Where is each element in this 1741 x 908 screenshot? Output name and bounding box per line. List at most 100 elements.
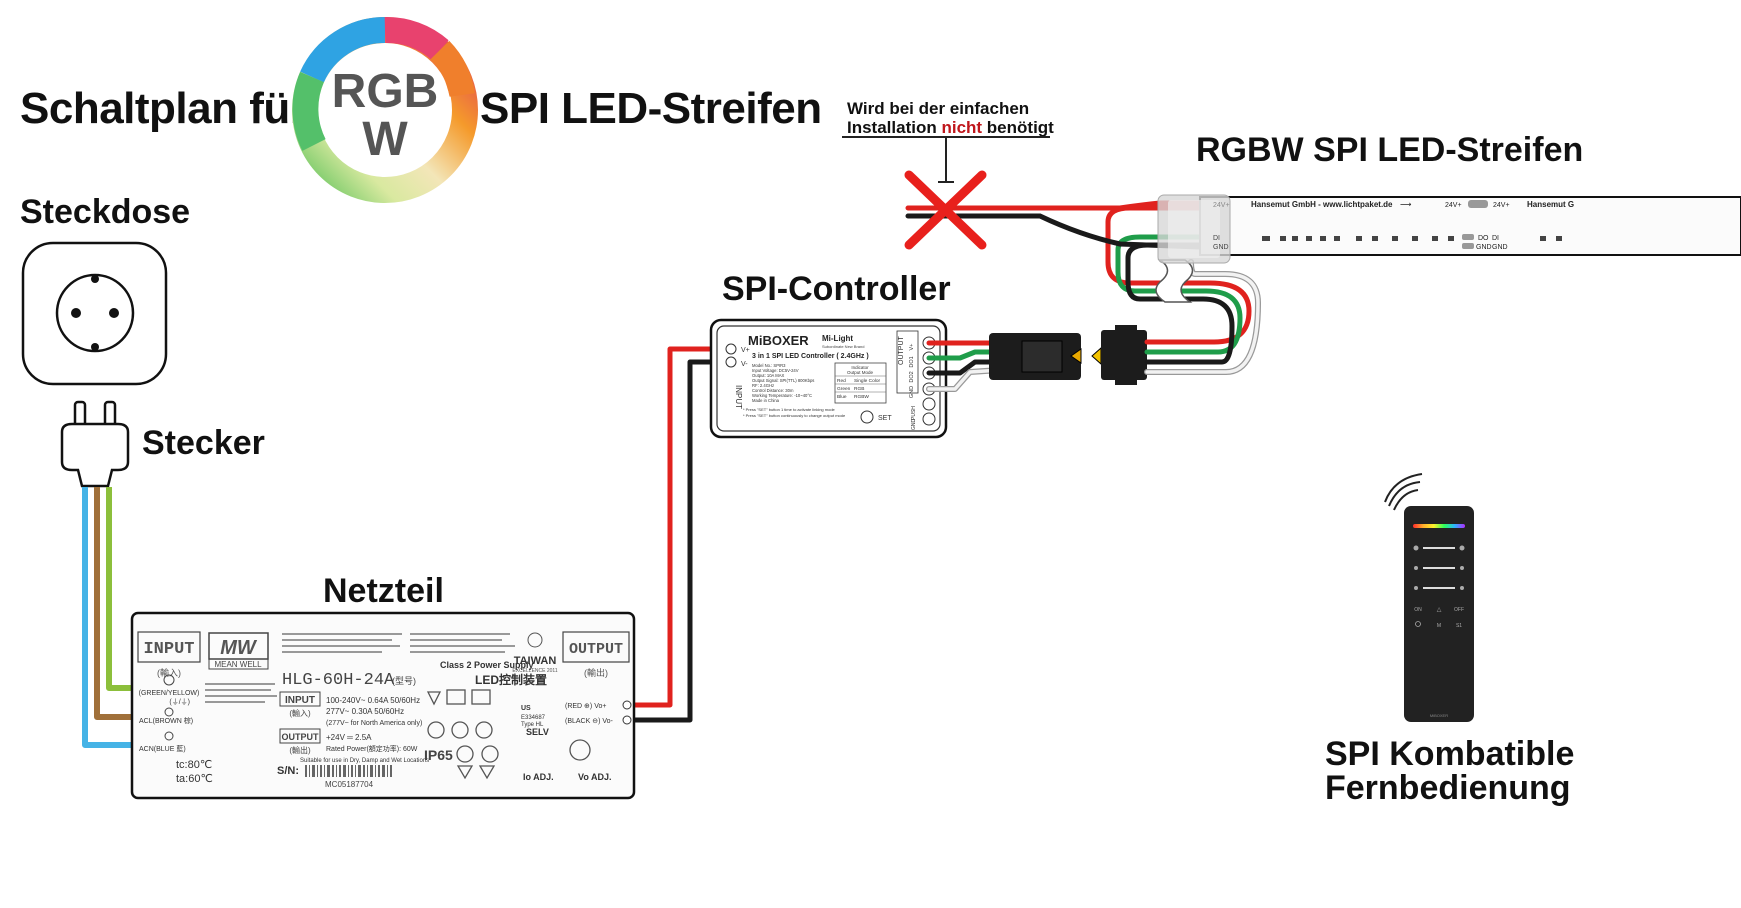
psu-vo-adj: Vo ADJ. — [578, 772, 612, 782]
remote-off: OFF — [1454, 607, 1464, 613]
ctrl-spec-line: Control Distance: 30m — [752, 388, 794, 393]
mains-wires — [82, 487, 140, 748]
plug-icon — [60, 400, 130, 488]
ctrl-table-h1: Indicator — [851, 365, 869, 370]
ctrl-table-indicator: Red — [837, 378, 846, 384]
remote-label: SPI Kombatible Fernbedienung — [1325, 737, 1574, 805]
ctrl-spec-line: RF: 2.4GHz — [752, 383, 774, 388]
ctrl-push-vertical: PUSH — [911, 406, 917, 420]
dc-wires — [630, 346, 728, 723]
psu-term-fg: (⏚/⏚) — [169, 698, 190, 706]
remote-label-line1: SPI Kombatible — [1325, 735, 1575, 773]
ctrl-input-vertical: INPUT — [734, 385, 743, 409]
jst-connector-male — [989, 333, 1082, 380]
ctrl-out-pin-label: DO2 — [909, 371, 915, 382]
psu-input-spec2: 277V~ 0.30A 50/60Hz — [326, 707, 404, 716]
power-supply: INPUT (輸入) (GREEN/YELLOW) (⏚/⏚) ACL(BROW… — [130, 611, 636, 800]
note-text-b: benötigt — [982, 118, 1054, 137]
ctrl-output-vertical: OUTPUT — [898, 336, 905, 366]
psu-taiwan: TAIWAN — [514, 655, 557, 667]
psu-term-red: (RED ⊕) Vo+ — [565, 703, 606, 710]
strip-di-b: DI — [1492, 235, 1499, 242]
svg-text:△: △ — [1437, 607, 1442, 613]
ctrl-table-mode: Single Color — [854, 378, 881, 384]
psu-input-box-sub: (輸入) — [289, 708, 311, 718]
jst-connector-female — [1091, 325, 1147, 385]
psu-input-spec3: (277V~ for North America only) — [326, 720, 422, 727]
psu-io-adj: Io ADJ. — [523, 772, 554, 782]
psu-tc: tc:80℃ — [176, 759, 212, 771]
psu-output-spec3: Suitable for use in Dry, Damp and Wet Lo… — [300, 758, 429, 764]
psu-output-box: OUTPUT — [282, 732, 320, 742]
wire-dc-red — [630, 346, 728, 708]
psu-us: US — [521, 705, 531, 712]
strip-v24-clip: 24V+ — [1213, 202, 1230, 209]
ctrl-spec-line: Output Signal: SPI(TTL) 800Kbps — [752, 378, 814, 383]
psu-model-suffix: (型号) — [392, 676, 416, 686]
psu-input-sub: (輸入) — [157, 667, 181, 678]
note-text-red: nicht — [941, 118, 983, 137]
ctrl-out-pin-label: GND — [909, 386, 915, 398]
psu-brand-name: MEAN WELL — [214, 660, 262, 669]
psu-cert-marks — [426, 689, 591, 780]
psu-output-spec1: +24V ═ 2.5A — [326, 733, 372, 742]
note-line2: Installation nicht benötigt — [847, 118, 1054, 137]
cable-break-mark — [1155, 259, 1194, 303]
note-line1: Wird bei der einfachen — [847, 99, 1030, 118]
strip-v24-a: 24V+ — [1445, 202, 1462, 209]
title-left: Schaltplan für — [20, 84, 307, 133]
psu-type-hl: Type HL — [521, 722, 544, 728]
psu-led-device: LED控制装置 — [475, 672, 547, 687]
remote-s1: S1 — [1456, 623, 1462, 629]
remote-on: ON — [1414, 607, 1422, 613]
remote-control: ON △ OFF M S1 MiBOXER — [1384, 473, 1474, 722]
psu-selv: SELV — [526, 727, 549, 737]
strip-do: DO — [1478, 235, 1489, 242]
strip-components — [1262, 236, 1562, 241]
socket-label: Steckdose — [20, 193, 191, 231]
psu-output-title: OUTPUT — [569, 641, 623, 658]
ctrl-out-pin-label: V+ — [909, 344, 915, 351]
ctrl-table-mode: RGB — [854, 386, 864, 392]
ctrl-table-h2: Output Mode — [847, 370, 874, 375]
strip-gnd-b: GND — [1492, 244, 1508, 251]
ctrl-spec-line: Made in China — [752, 398, 780, 403]
strip-di-clip: DI — [1213, 235, 1220, 242]
psu-term-acn: ACN(BLUE 藍) — [139, 744, 186, 753]
ctrl-note2: * Press "SET" button continuously to cha… — [743, 413, 846, 418]
ctrl-spec-line: Input Voltage: DC5V-24V — [752, 368, 799, 373]
strip-gnd-a: GND — [1476, 244, 1492, 251]
psu-term-acl: ACL(BROWN 棕) — [139, 716, 193, 725]
strip-arrow-icon: ⟶ — [1400, 200, 1412, 209]
psu-fineprint — [205, 633, 515, 703]
strip-text1: Hansemut GmbH - www.lichtpaket.de — [1251, 200, 1393, 209]
psu-label: Netzteil — [323, 572, 444, 610]
psu-model: HLG-60H-24A — [282, 671, 395, 690]
wire-blue — [82, 487, 140, 748]
psu-term-green: (GREEN/YELLOW) — [139, 690, 200, 697]
badge-rgb: RGB — [332, 65, 439, 118]
psu-input-title: INPUT — [143, 640, 194, 659]
psu-output-box-sub: (輸出) — [289, 745, 311, 755]
ctrl-vminus: V- — [741, 361, 748, 368]
psu-output-spec2: Rated Power(額定功率): 60W — [326, 744, 418, 753]
strip-label: RGBW SPI LED-Streifen — [1196, 131, 1584, 169]
psu-taiwan-sub: EXCELLENCE 2011 — [512, 668, 557, 674]
psu-class2: Class 2 Power Supply — [440, 660, 534, 670]
ctrl-out-pin-label: DO1 — [909, 356, 915, 367]
note-text-a: Installation — [847, 118, 942, 137]
strip-v24-b: 24V+ — [1493, 202, 1510, 209]
controller-output-wires — [926, 340, 1003, 392]
psu-serial: MC05187704 — [325, 780, 374, 789]
ctrl-subbrand-sub: Subordinate New Brand — [822, 344, 864, 349]
psu-input-box: INPUT — [285, 695, 315, 706]
strip-text2: Hansemut G — [1527, 200, 1574, 209]
not-needed-cross-icon — [904, 170, 987, 250]
ctrl-note1: * Press "SET" button 1 time to activate … — [743, 407, 836, 412]
title-right: SPI LED-Streifen — [480, 84, 822, 133]
ctrl-set-label: SET — [878, 415, 892, 422]
psu-barcode — [305, 765, 392, 777]
